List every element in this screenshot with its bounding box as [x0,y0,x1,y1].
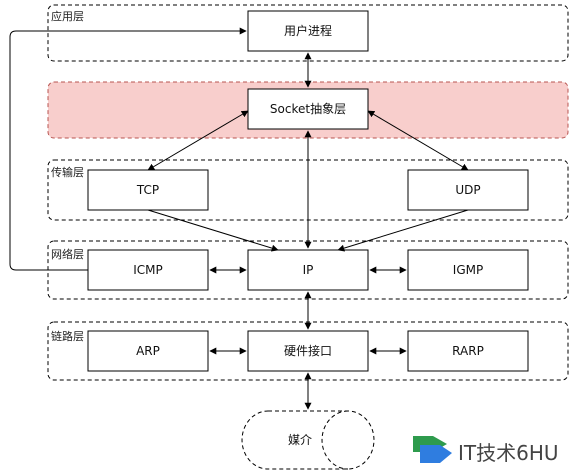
network-layer-label: 网络层 [51,247,84,261]
igmp-box [407,249,529,291]
arrow-udp-ip [337,209,469,252]
arrow-icmp-user [9,27,247,271]
user-process-box [247,10,369,52]
arp-box [87,330,209,372]
media-cylinder [241,410,375,470]
application-layer [47,4,569,62]
media-label: 媒介 [288,433,312,447]
watermark-text: IT技术6HU [458,441,559,465]
link-layer-label: 链路层 [51,329,84,343]
transport-layer-label: 传输层 [51,165,84,179]
arrow-socket-udp [367,110,469,171]
user-process-label: 用户进程 [284,23,332,38]
arp-label: ARP [136,344,160,358]
icmp-label: ICMP [133,263,163,277]
socket-box [247,88,369,130]
hw-label: 硬件接口 [284,343,332,358]
tcp-label: TCP [136,183,159,197]
arrow-tcp-ip [147,209,279,252]
tcp-box [87,169,209,211]
application-layer-label: 应用层 [51,9,84,23]
icmp-box [87,249,209,291]
igmp-label: IGMP [453,263,483,277]
ip-label: IP [303,263,314,277]
watermark-logo [413,436,452,463]
udp-label: UDP [455,183,480,197]
hw-box [247,330,369,372]
ip-box [247,249,369,291]
arrow-socket-tcp [147,110,249,171]
rarp-label: RARP [452,344,484,358]
socket-label: Socket抽象层 [270,102,346,116]
udp-box [407,169,529,211]
rarp-box [407,330,529,372]
